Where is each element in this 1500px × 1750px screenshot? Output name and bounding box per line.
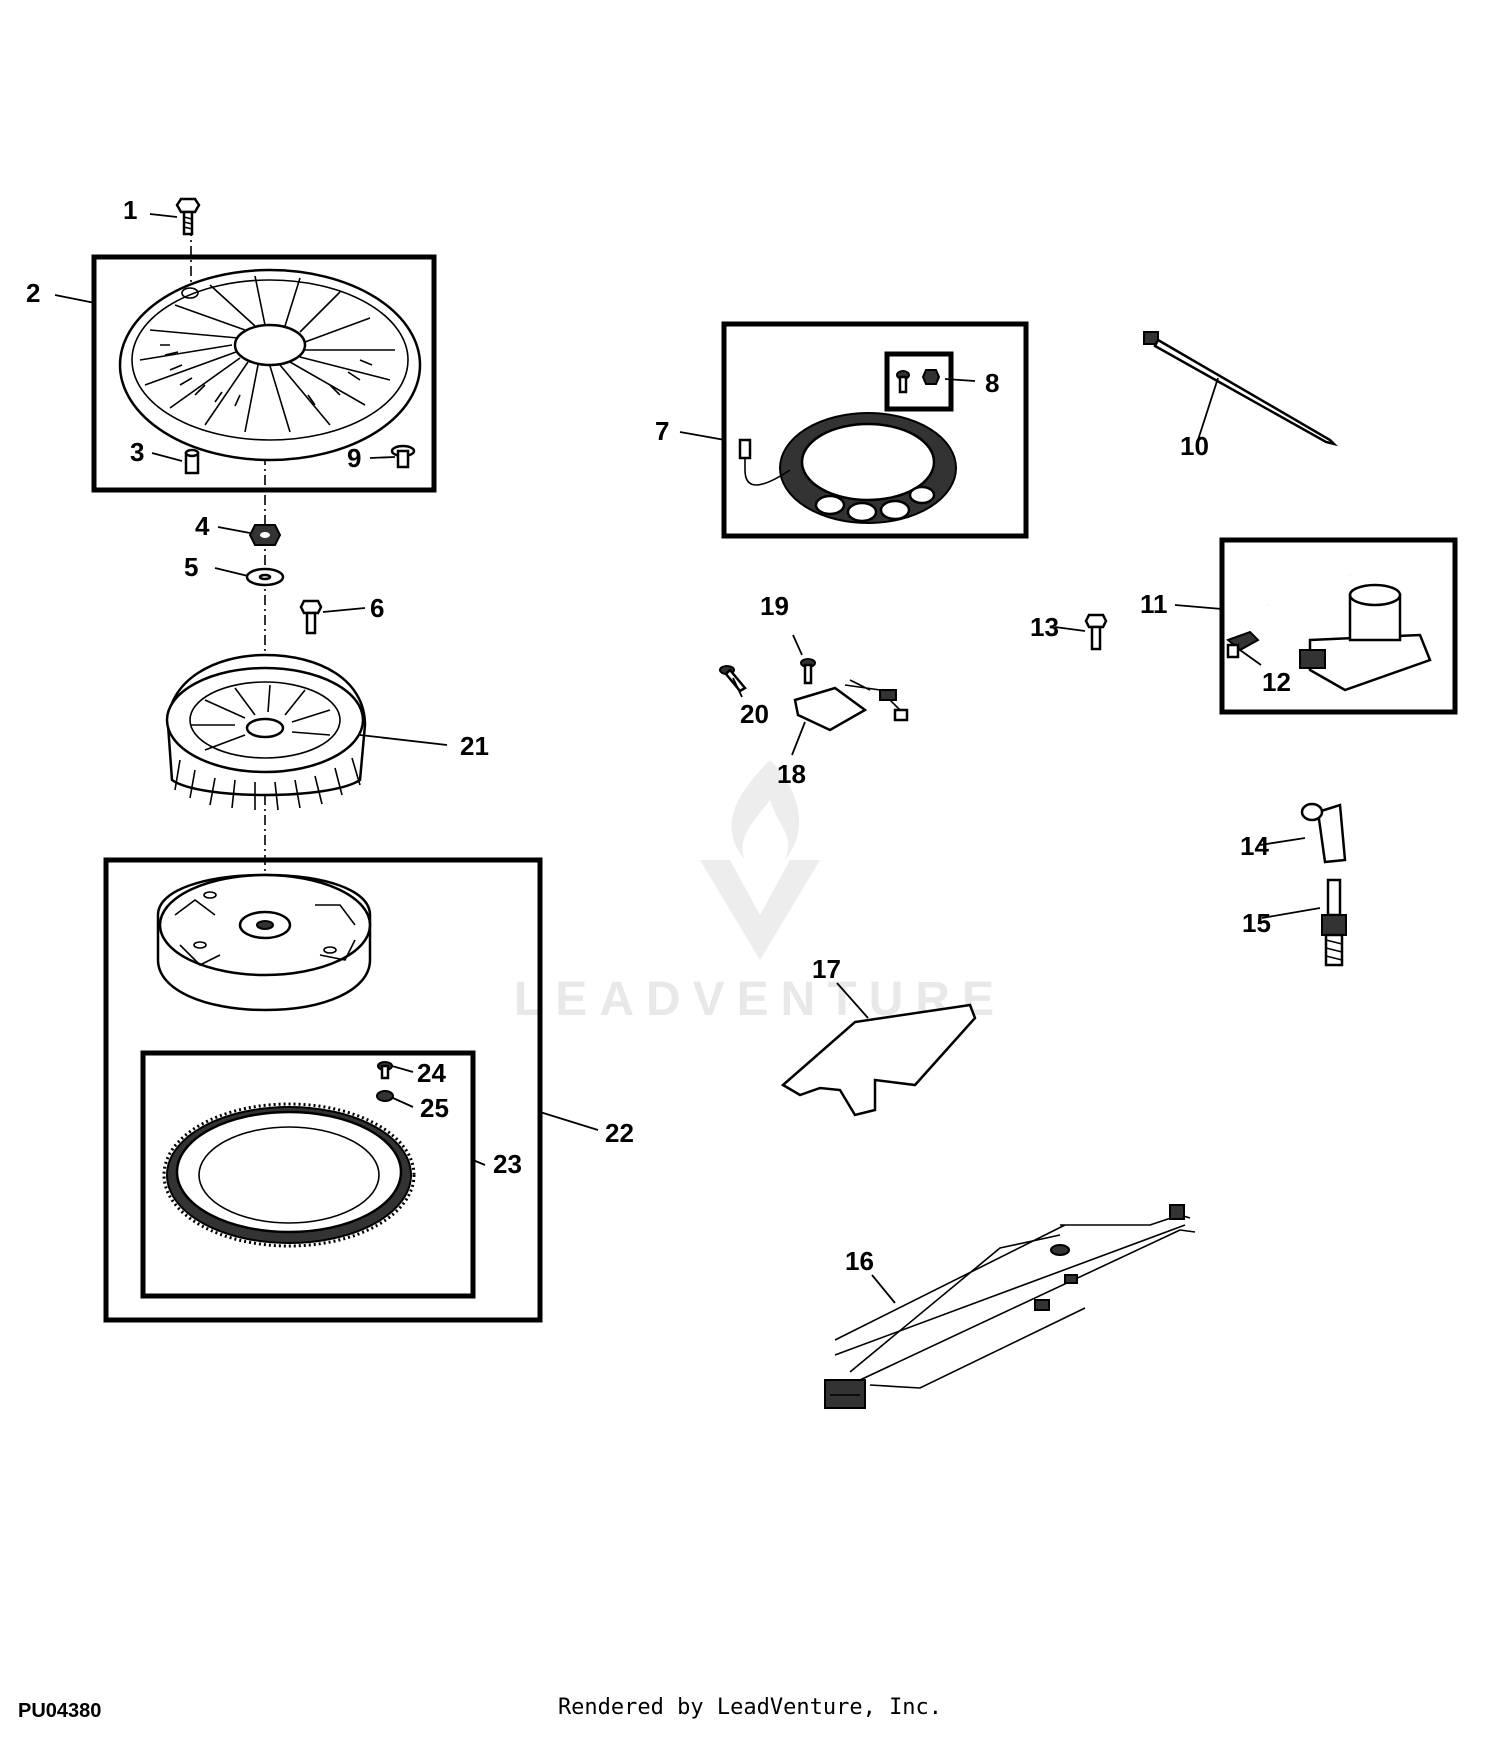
callout-13: 13 <box>1030 612 1059 642</box>
kit-box-2 <box>91 254 437 493</box>
kit-box-23 <box>140 1050 476 1299</box>
callout-5: 5 <box>184 552 198 582</box>
kit-box-7 <box>721 321 1029 539</box>
callout-25: 25 <box>420 1093 449 1123</box>
callout-labels: 1 2 3 4 5 6 7 8 9 10 11 12 13 14 15 16 1… <box>26 195 1291 1276</box>
rivet-icon <box>377 1061 393 1080</box>
spark-plug-icon <box>1321 878 1347 967</box>
callout-15: 15 <box>1242 908 1271 938</box>
fan-icon <box>165 653 367 811</box>
callout-19: 19 <box>760 591 789 621</box>
leader-lines <box>54 213 1321 1304</box>
callout-20: 20 <box>740 699 769 729</box>
bolt-icon <box>299 599 323 635</box>
clip-icon <box>1226 630 1260 659</box>
bolt-icon <box>800 658 816 685</box>
callout-3: 3 <box>130 437 144 467</box>
callout-4: 4 <box>195 511 210 541</box>
flywheel-icon <box>156 873 372 1012</box>
spacer-icon <box>184 448 200 475</box>
callout-11: 11 <box>1140 589 1168 619</box>
callout-7: 7 <box>655 416 669 446</box>
harness-icon <box>824 1204 1196 1409</box>
bolt-icon <box>1084 613 1108 651</box>
fan-screen-icon <box>118 268 422 462</box>
kit-box-8 <box>884 351 954 412</box>
nut-icon <box>248 524 282 546</box>
callout-21: 21 <box>460 731 489 761</box>
cable-tie-icon <box>1143 331 1339 447</box>
callout-12: 12 <box>1262 667 1291 697</box>
washer-icon <box>245 567 285 587</box>
callout-23: 23 <box>493 1149 522 1179</box>
callout-2: 2 <box>26 278 40 308</box>
screw-kit-icon <box>896 369 941 394</box>
kit-box-11 <box>1219 537 1458 715</box>
callout-14: 14 <box>1240 831 1269 861</box>
callout-24: 24 <box>417 1058 446 1088</box>
callout-22: 22 <box>605 1118 634 1148</box>
regulator-icon <box>793 679 909 732</box>
boot-icon <box>1300 802 1347 864</box>
stator-icon <box>738 412 957 524</box>
callout-17: 17 <box>812 954 841 984</box>
ignition-coil-icon <box>1265 566 1432 692</box>
baffle-icon <box>780 1003 977 1117</box>
ring-gear-icon <box>162 1102 416 1248</box>
callout-16: 16 <box>845 1246 874 1276</box>
callout-8: 8 <box>985 368 999 398</box>
render-credit: Rendered by LeadVenture, Inc. <box>557 1695 943 1720</box>
nut-icon <box>376 1090 394 1102</box>
callout-9: 9 <box>347 443 361 473</box>
drawing-code: PU04380 <box>18 1700 102 1722</box>
bolt-icon <box>175 197 201 236</box>
callout-1: 1 <box>123 195 137 225</box>
callout-10: 10 <box>1180 431 1209 461</box>
push-pin-icon <box>390 444 416 469</box>
callout-18: 18 <box>777 759 806 789</box>
kit-box-22 <box>103 857 543 1323</box>
watermark: LEADVENTURE <box>514 760 994 1026</box>
callout-6: 6 <box>370 593 384 623</box>
